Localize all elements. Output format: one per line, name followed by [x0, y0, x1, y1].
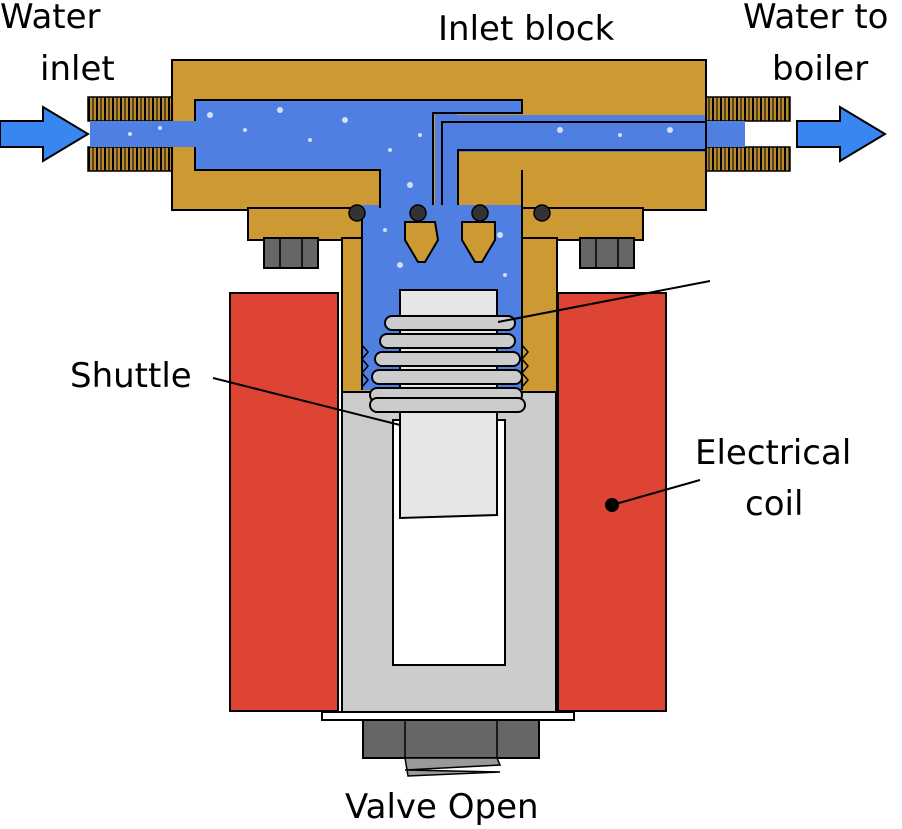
inlet-block-label: Inlet block	[438, 9, 615, 49]
o-rings	[348, 204, 551, 222]
inlet-arrow-icon	[0, 105, 90, 163]
o-ring-1	[348, 204, 366, 222]
spring	[369, 315, 526, 413]
electrical-coil-label-line2: coil	[745, 484, 803, 524]
outlet-pipe-threads	[704, 96, 791, 172]
leader-lines	[212, 280, 711, 506]
spring-leader	[497, 280, 711, 323]
shuttle-label: Shuttle	[70, 356, 192, 396]
valve-open-label: Valve Open	[345, 787, 539, 827]
o-ring-4	[533, 204, 551, 222]
outlet-arrow-icon	[796, 105, 887, 163]
mounting-nuts	[263, 237, 635, 269]
electrical-coil-label-line1: Electrical	[695, 433, 851, 473]
water-inlet-label-line2: inlet	[40, 49, 115, 89]
coil-leader	[611, 479, 701, 506]
water-bubbles	[128, 107, 673, 277]
o-ring-2	[409, 204, 427, 222]
water-inlet-label-line1: Water	[0, 0, 101, 37]
valve-seat	[404, 221, 496, 263]
coil-leader-dot	[605, 498, 619, 512]
water-to-boiler-label-line1: Water to	[743, 0, 888, 37]
shuttle-leader	[212, 377, 401, 426]
o-ring-3	[471, 204, 489, 222]
bottom-fixing	[321, 711, 575, 777]
block-threads	[361, 344, 529, 388]
water-to-boiler-label-line2: boiler	[772, 49, 868, 89]
